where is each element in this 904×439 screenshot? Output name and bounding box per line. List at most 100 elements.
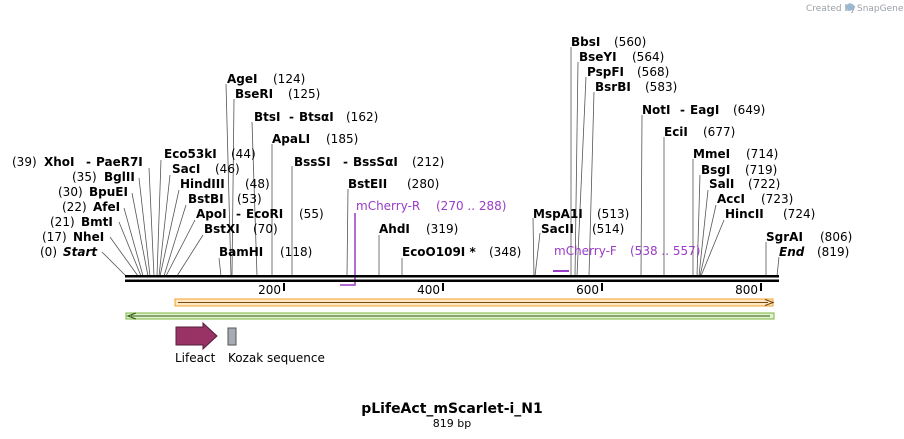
primer-mcherry-f-range: (538 .. 557)	[630, 244, 700, 258]
plasmid-title: pLifeAct_mScarlet-i_N1	[361, 401, 543, 417]
site-xhoi-position: (39)	[12, 155, 37, 169]
primer-mcherry-r-label: mCherry-R	[356, 199, 420, 213]
site-apali-position: (185)	[326, 132, 358, 146]
site-bsgi-label: BsgI	[701, 163, 730, 177]
primer-mcherry-r-range: (270 .. 288)	[436, 199, 506, 213]
site-bmti-position: (21)	[50, 215, 75, 229]
svg-text:-: -	[236, 207, 241, 221]
tick-label-200: 200	[258, 283, 281, 297]
svg-text:-: -	[343, 155, 348, 169]
site-ahdi-position: (319)	[426, 222, 458, 236]
site-nhei-label: NheI	[73, 230, 104, 244]
site-bglii-label: BglII	[104, 170, 135, 184]
svg-text:-: -	[680, 103, 685, 117]
site-sali-label: SalI	[709, 177, 734, 191]
site-noti-position: (649)	[733, 103, 765, 117]
plasmid-length: 819 bp	[433, 417, 471, 430]
site-bsrbi-position: (583)	[645, 80, 677, 94]
tick-label-600: 600	[576, 283, 599, 297]
site-sacii-position: (514)	[592, 222, 624, 236]
site-ecori-position: (55)	[299, 207, 324, 221]
credit-prefix: Created by	[806, 4, 856, 14]
left-site-labels: (39) XhoI - PaeR7I (35) BglII (30) BpuEI…	[12, 155, 143, 259]
site-bseyi-label: BseYI	[579, 50, 617, 64]
credit-brand: SnapGene	[857, 4, 904, 14]
site-saci-position: (46)	[215, 162, 240, 176]
site-saci-label: SacI	[172, 162, 200, 176]
site-hincii-label: HincII	[725, 207, 764, 221]
site-bamhi-position: (118)	[280, 245, 312, 259]
feature-lifeact[interactable]: Lifeact	[175, 321, 218, 365]
svg-text:-: -	[289, 110, 294, 124]
site-mspa1i-position: (513)	[597, 207, 629, 221]
site-sacii-label: SacII	[541, 222, 574, 236]
site-bseri-label: BseRI	[235, 87, 273, 101]
site-xhoi-label: XhoI	[44, 155, 75, 169]
site-bglii-position: (35)	[72, 170, 97, 184]
site-ecii-label: EciI	[664, 125, 688, 139]
site-bbsi-label: BbsI	[571, 35, 600, 49]
site-bmti-label: BmtI	[81, 215, 113, 229]
site-bsssai-label: BssSαI	[353, 155, 398, 169]
site-bamhi-label: BamHI	[219, 245, 263, 259]
site-acci-position: (723)	[761, 192, 793, 206]
site-end-position: (819)	[817, 245, 849, 259]
right-site-labels: BbsI (560) BseYI (564) PspFI (568) BsrBI…	[533, 35, 852, 259]
site-bstxi-label: BstXI	[204, 222, 240, 236]
site-bsteii-position: (280)	[407, 177, 439, 191]
sequence-backbone	[125, 275, 779, 282]
site-mmei-label: MmeI	[693, 147, 730, 161]
site-nhei-position: (17)	[42, 230, 67, 244]
feature-kozak-label: Kozak sequence	[228, 351, 325, 365]
center-site-labels: AgeI (124) BseRI (125) BtsI - BtsαI (162…	[164, 72, 521, 259]
site-hindiii-position: (48)	[245, 177, 270, 191]
site-mmei-position: (714)	[746, 147, 778, 161]
site-apali-label: ApaLI	[272, 132, 310, 146]
orf-forward[interactable]	[174, 298, 775, 307]
site-afei-position: (22)	[62, 200, 87, 214]
site-btsi-label: BtsI	[254, 110, 281, 124]
site-ahdi-label: AhdI	[379, 222, 410, 236]
site-acci-label: AccI	[717, 192, 745, 206]
primer-mcherry-f-label: mCherry-F	[554, 244, 617, 258]
site-ecori-label: EcoRI	[246, 207, 283, 221]
site-end-label: End	[779, 245, 805, 259]
site-pspfi-position: (568)	[637, 65, 669, 79]
site-sgrai-label: SgrAI	[766, 230, 803, 244]
site-bsssi-label: BssSI	[294, 155, 331, 169]
snapgene-logo	[846, 3, 854, 11]
site-mspa1i-label: MspA1I	[533, 207, 583, 221]
site-eagi-label: EagI	[690, 103, 719, 117]
site-agei-position: (124)	[273, 72, 305, 86]
ruler-ticks: 200 400 600 800	[258, 283, 762, 297]
svg-text:-: -	[86, 155, 91, 169]
site-bpuei-label: BpuEI	[89, 185, 128, 199]
site-btsai-label: BtsαI	[299, 110, 334, 124]
site-bpuei-position: (30)	[58, 185, 83, 199]
site-btsi-position: (162)	[346, 110, 378, 124]
site-paer7i-label: PaeR7I	[96, 155, 143, 169]
feature-lifeact-label: Lifeact	[175, 351, 216, 365]
site-ecii-position: (677)	[703, 125, 735, 139]
site-eco0109i-label: EcoO109I *	[402, 245, 476, 259]
tick-label-400: 400	[417, 283, 440, 297]
site-eco53ki-position: (44)	[231, 147, 256, 161]
site-bbsi-position: (560)	[614, 35, 646, 49]
site-eco53ki-label: Eco53kI	[164, 147, 217, 161]
feature-kozak-sequence[interactable]: Kozak sequence	[227, 327, 325, 365]
site-bseri-position: (125)	[288, 87, 320, 101]
primer-mcherry-r[interactable]: mCherry-R (270 .. 288)	[340, 199, 506, 286]
site-bsssi-position: (212)	[412, 155, 444, 169]
site-sgrai-position: (806)	[820, 230, 852, 244]
site-hincii-position: (724)	[783, 207, 815, 221]
site-leader-lines	[101, 47, 780, 277]
primer-mcherry-f[interactable]: mCherry-F (538 .. 557)	[553, 244, 700, 272]
site-bseyi-position: (564)	[632, 50, 664, 64]
site-bsgi-position: (719)	[745, 163, 777, 177]
site-bstxi-position: (70)	[253, 222, 278, 236]
site-eco0109i-position: (348)	[489, 245, 521, 259]
site-start-label: Start	[63, 245, 98, 259]
orf-reverse[interactable]	[125, 312, 775, 320]
site-noti-label: NotI	[642, 103, 671, 117]
site-bsteii-label: BstEII	[348, 177, 387, 191]
